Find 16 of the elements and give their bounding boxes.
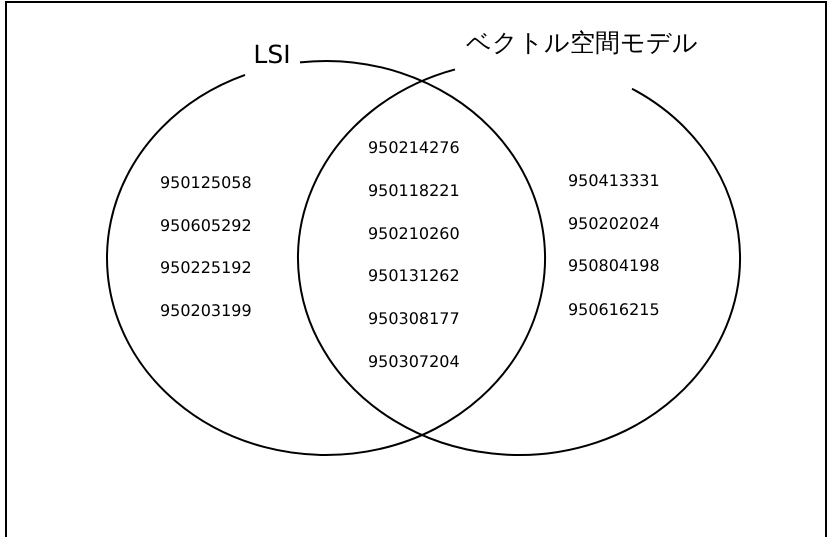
document-id: 950616215 (568, 302, 660, 318)
document-id: 950605292 (160, 218, 252, 234)
document-id: 950131262 (368, 268, 460, 284)
document-id: 950308177 (368, 311, 460, 327)
document-id: 950804198 (568, 258, 660, 274)
document-id: 950118221 (368, 183, 460, 199)
document-id: 950202024 (568, 216, 660, 232)
document-id: 950210260 (368, 226, 460, 242)
document-id: 950225192 (160, 260, 252, 276)
document-id: 950413331 (568, 173, 660, 189)
document-id: 950203199 (160, 303, 252, 319)
set-label: ベクトル空間モデル (466, 30, 698, 55)
document-id: 950125058 (160, 175, 252, 191)
document-id: 950214276 (368, 140, 460, 156)
set-label: LSI (253, 42, 291, 67)
document-id: 950307204 (368, 354, 460, 370)
